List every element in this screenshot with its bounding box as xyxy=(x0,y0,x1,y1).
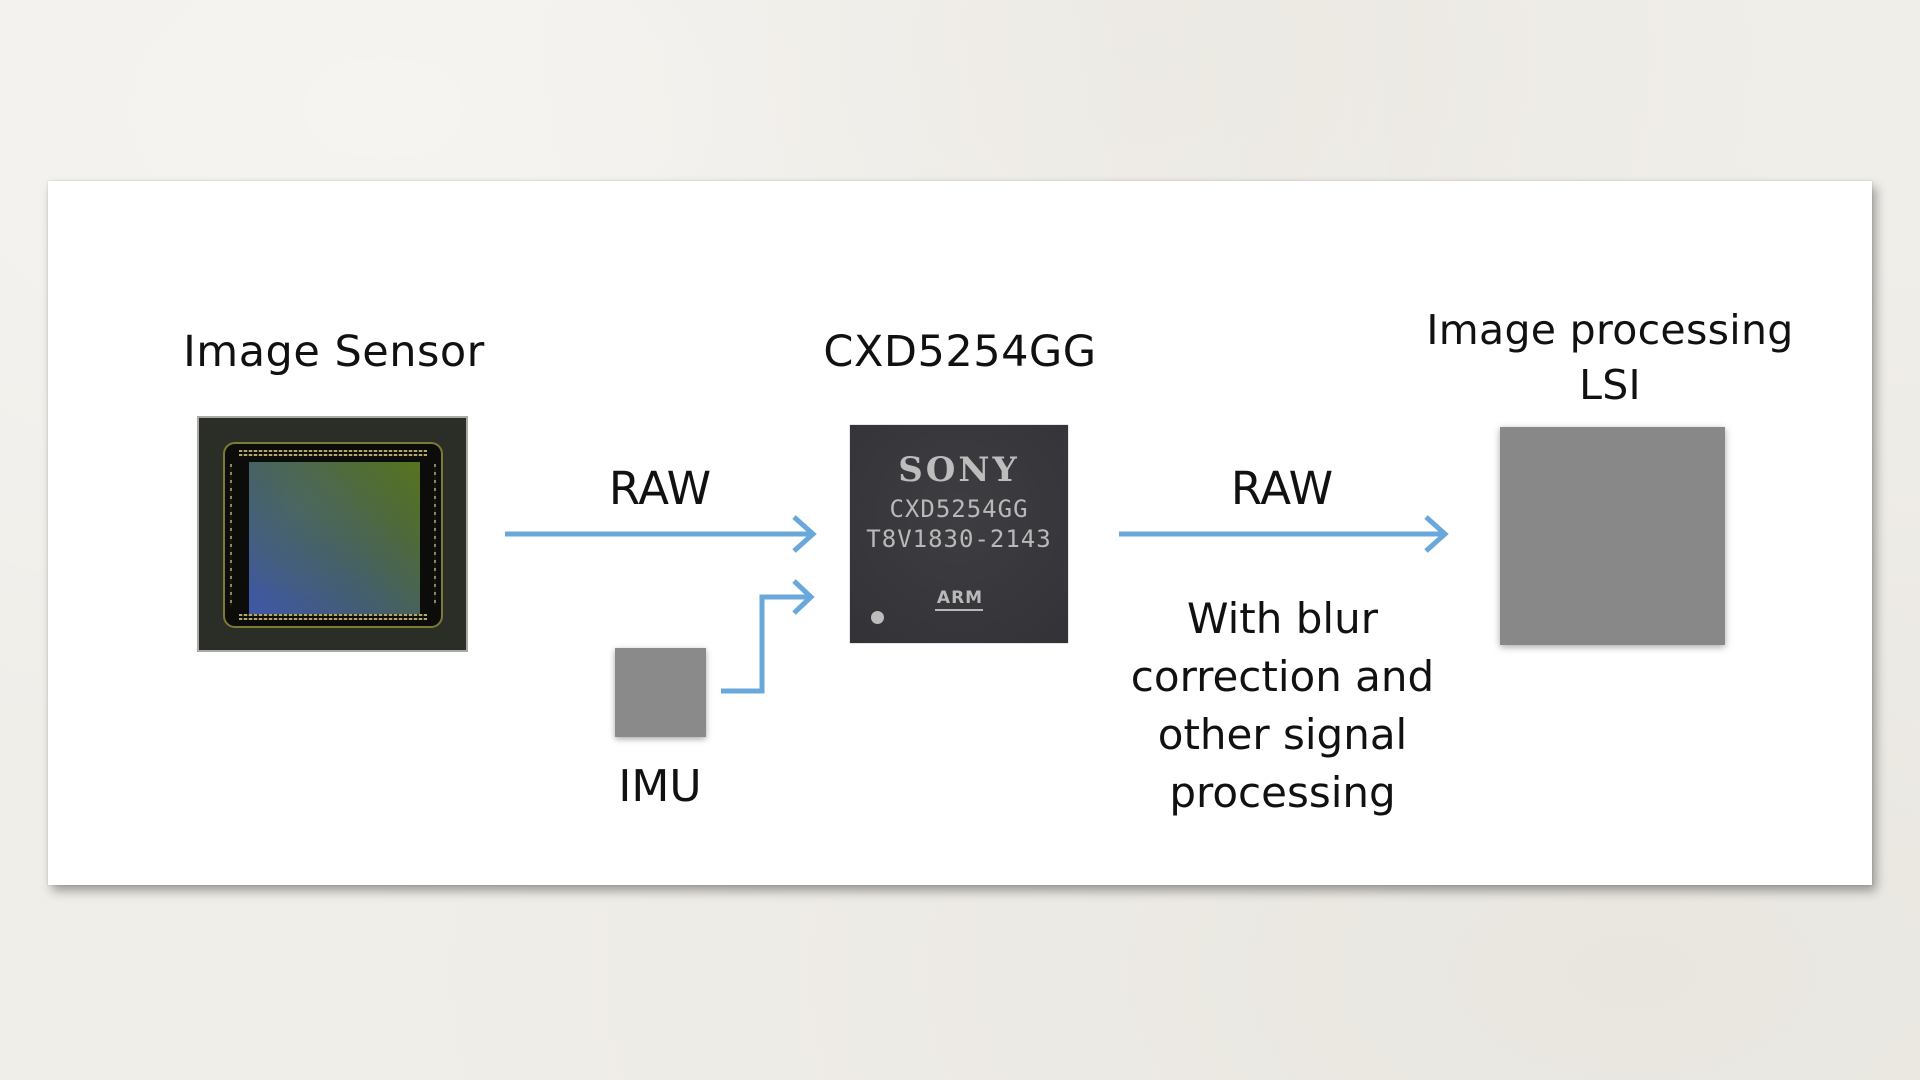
chip-brand-marking: SONY xyxy=(898,450,1020,490)
arm-logo-text: ARM xyxy=(934,588,984,611)
lsi-block xyxy=(1500,427,1725,645)
sensor-bond-pads xyxy=(434,464,436,606)
processing-note: With blur correction and other signal pr… xyxy=(1130,594,1435,817)
sensor-bond-pads xyxy=(239,454,427,456)
raw-label-chip-to-lsi: RAW xyxy=(1230,462,1334,515)
cxd5254gg-chip-graphic: SONY CXD5254GG T8V1830-2143 ARM xyxy=(850,425,1068,643)
chip-model-marking: CXD5254GG xyxy=(889,495,1029,523)
raw-label-sensor-to-chip: RAW xyxy=(608,462,712,515)
sensor-bond-pads xyxy=(239,618,427,620)
chip-lot-marking: T8V1830-2143 xyxy=(866,525,1052,553)
image-sensor-label: Image Sensor xyxy=(183,327,485,377)
lsi-label: Image processing LSI xyxy=(1426,306,1794,409)
chip-label: CXD5254GG xyxy=(823,327,1097,377)
imu-block xyxy=(615,648,706,737)
sensor-active-area xyxy=(249,462,420,614)
image-sensor-graphic xyxy=(197,416,468,652)
arm-logo-icon: ARM xyxy=(850,588,1068,611)
imu-label: IMU xyxy=(618,761,702,812)
sensor-bond-pads xyxy=(230,464,232,606)
pin1-marker-icon xyxy=(871,611,884,624)
sensor-bond-pads xyxy=(239,450,427,452)
sensor-bond-pads xyxy=(239,614,427,616)
